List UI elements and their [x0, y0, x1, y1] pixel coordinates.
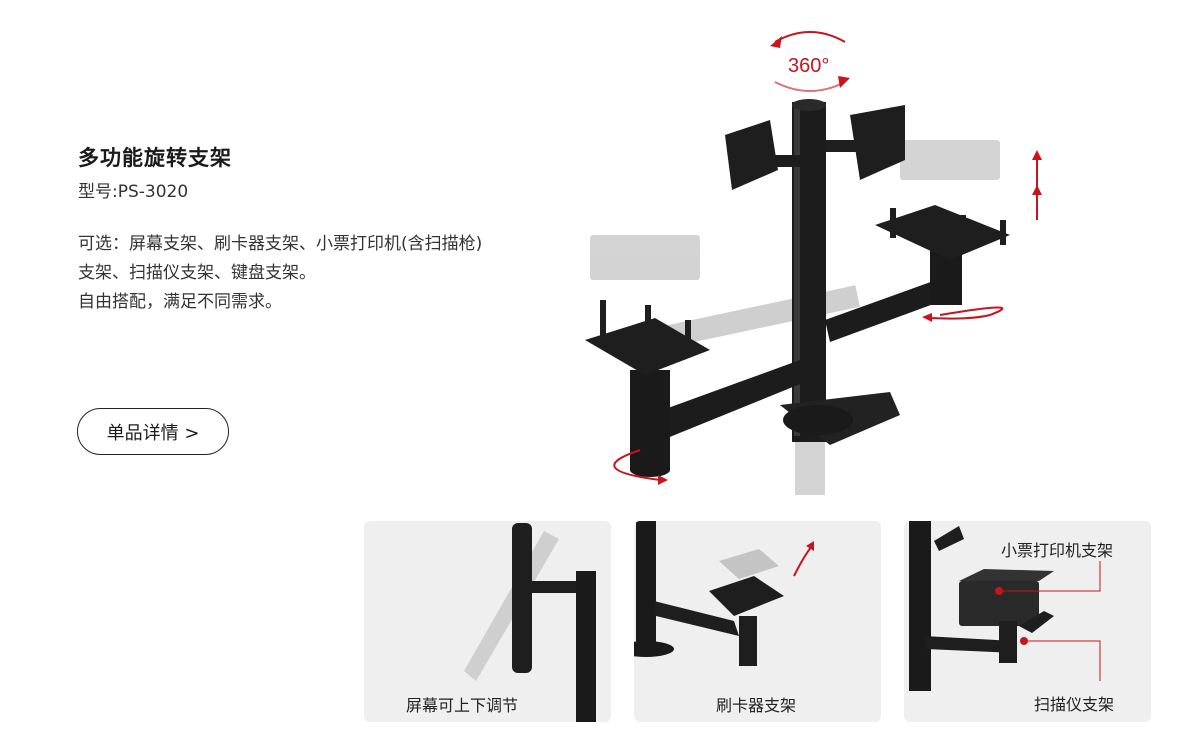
monitor-brackets [725, 105, 905, 190]
product-model: 型号:PS-3020 [78, 182, 189, 202]
callout-printer-bracket: 小票打印机支架 [1001, 541, 1114, 560]
card-reader-image [634, 521, 814, 666]
thumbnail-printer-scanner: 小票打印机支架 扫描仪支架 [904, 521, 1151, 722]
printer-scanner-image [909, 521, 1101, 691]
description-line-3: 自由搭配，满足不同需求。 [78, 292, 282, 312]
thumbnail-caption-card-reader: 刷卡器支架 [716, 696, 797, 715]
thumbnail-card-reader: 刷卡器支架 [634, 521, 881, 722]
callout-scanner-bracket: 扫描仪支架 [1034, 695, 1115, 714]
thumbnail-caption-screen: 屏幕可上下调节 [406, 696, 519, 715]
description-line-1: 可选：屏幕支架、刷卡器支架、小票打印机(含扫描枪) [78, 234, 483, 254]
product-detail-button[interactable]: 单品详情 > [77, 408, 229, 455]
rotation-arrows-icon [770, 31, 850, 92]
rotation-label: 360° [788, 55, 829, 77]
product-description: 可选：屏幕支架、刷卡器支架、小票打印机(含扫描枪) 支架、扫描仪支架、键盘支架。… [78, 230, 588, 317]
product-title: 多功能旋转支架 [78, 146, 232, 170]
hero-product-image: 360° [585, 31, 1042, 495]
description-line-2: 支架、扫描仪支架、键盘支架。 [78, 263, 316, 283]
thumbnail-screen-adjust: 屏幕可上下调节 [364, 521, 611, 722]
screen-adjust-image [464, 523, 596, 722]
